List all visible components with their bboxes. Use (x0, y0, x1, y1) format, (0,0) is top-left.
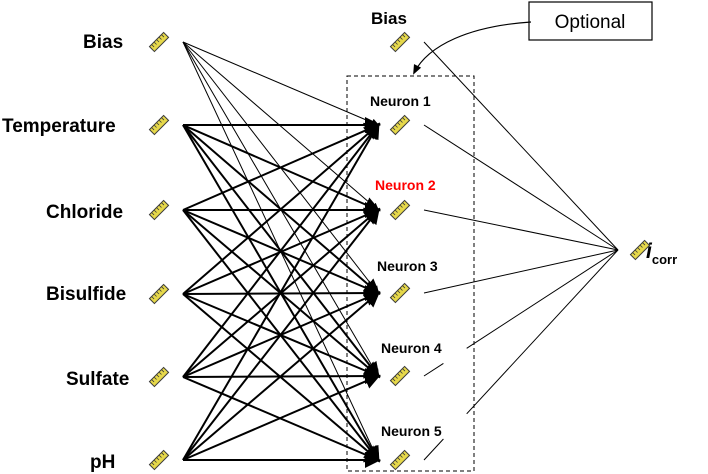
neuron-label-4: Neuron 4 (381, 340, 442, 356)
weight-line-input-6-neuron-1 (182, 122, 380, 461)
ruler-icon-input-4 (148, 283, 170, 305)
weight-line-neuron-2-output (423, 209, 619, 251)
ruler-icon-neuron-5 (389, 449, 411, 471)
optional-arrow (413, 21, 532, 75)
weight-line-input-4-neuron-1 (182, 123, 381, 295)
ruler-icon-input-3 (148, 199, 170, 221)
ruler-icon-neuron-2 (389, 199, 411, 221)
neuron-label-3: Neuron 3 (377, 258, 438, 274)
weight-line-neuron-5-output-start (423, 438, 444, 461)
node-icons (148, 31, 651, 471)
output-label-main: i (646, 240, 653, 263)
ruler-icon-input-6 (148, 449, 170, 471)
hidden-layer-box (346, 75, 475, 472)
connection-lines (182, 41, 619, 468)
input-label-bias: Bias (83, 32, 123, 53)
neuron-label-2: Neuron 2 (375, 177, 436, 193)
weight-line-input-1-neuron-1 (182, 41, 380, 127)
weight-line-neuron-4-output-start (423, 362, 444, 377)
ruler-icon-input-2 (148, 114, 170, 136)
neuron-label-1: Neuron 1 (370, 93, 431, 109)
input-label-bisulfide: Bisulfide (46, 284, 126, 305)
weight-line-neuron-5-output-end (466, 249, 619, 415)
optional-label: Optional (555, 12, 626, 33)
weight-line-input-6-neuron-2 (182, 207, 380, 461)
ruler-icon-input-1 (148, 31, 170, 53)
ruler-icon-output (629, 239, 651, 261)
ruler-icon-neuron-3 (389, 282, 411, 304)
input-label-chloride: Chloride (46, 202, 123, 223)
input-label-temperature: Temperature (2, 116, 116, 137)
weight-line-input-3-neuron-1 (182, 122, 381, 211)
weight-line-input-6-neuron-3 (182, 291, 381, 461)
optional-box (528, 1, 653, 41)
ruler-icon-input-5 (148, 366, 170, 388)
weight-line-hidden-bias-output (423, 41, 619, 251)
weight-line-neuron-4-output-end (466, 249, 619, 349)
ruler-icon-neuron-4 (389, 365, 411, 387)
input-label-ph: pH (90, 452, 115, 473)
neuron-label-5: Neuron 5 (381, 423, 442, 439)
output-label: icorr (646, 240, 677, 267)
weight-line-neuron-3-output (423, 249, 619, 294)
ruler-icon-hidden-bias (389, 31, 411, 53)
weight-line-input-6-neuron-4 (182, 373, 381, 461)
input-label-sulfate: Sulfate (66, 369, 129, 390)
weight-line-neuron-1-output (423, 124, 619, 251)
output-label-subscript: corr (652, 252, 677, 267)
weight-line-input-5-neuron-1 (182, 122, 380, 378)
ruler-icon-neuron-1 (389, 114, 411, 136)
hidden-bias-label: Bias (371, 9, 407, 28)
